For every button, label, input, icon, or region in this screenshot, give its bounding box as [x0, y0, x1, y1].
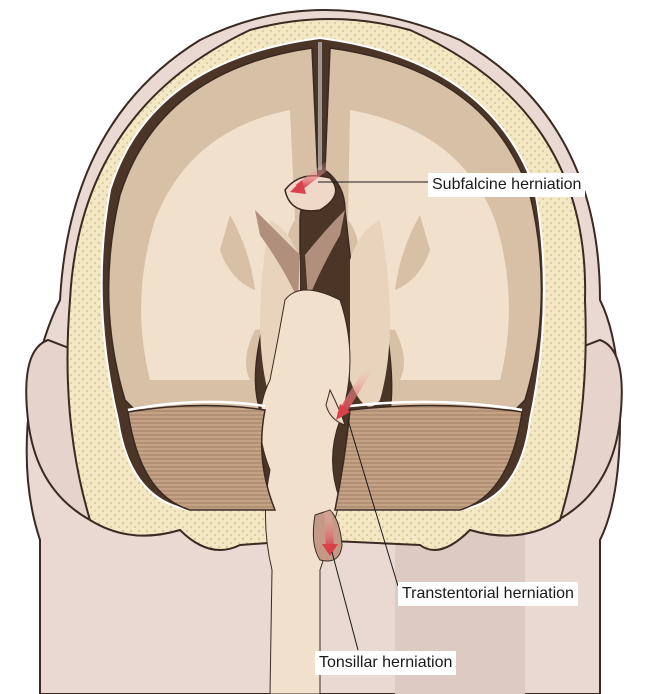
tonsillar-herniation	[312, 509, 343, 562]
red-arrow-icon	[324, 509, 334, 549]
label-subfalcine-herniation: Subfalcine herniation	[428, 173, 586, 197]
cerebellum	[127, 400, 523, 511]
leader-lines	[318, 181, 432, 651]
transtentorial-herniation	[325, 367, 372, 426]
red-arrow-icon	[338, 367, 372, 415]
subfalcine-herniation	[284, 161, 337, 212]
label-transtentorial-herniation: Transtentorial herniation	[398, 582, 578, 606]
label-tonsillar-herniation: Tonsillar herniation	[315, 651, 457, 675]
